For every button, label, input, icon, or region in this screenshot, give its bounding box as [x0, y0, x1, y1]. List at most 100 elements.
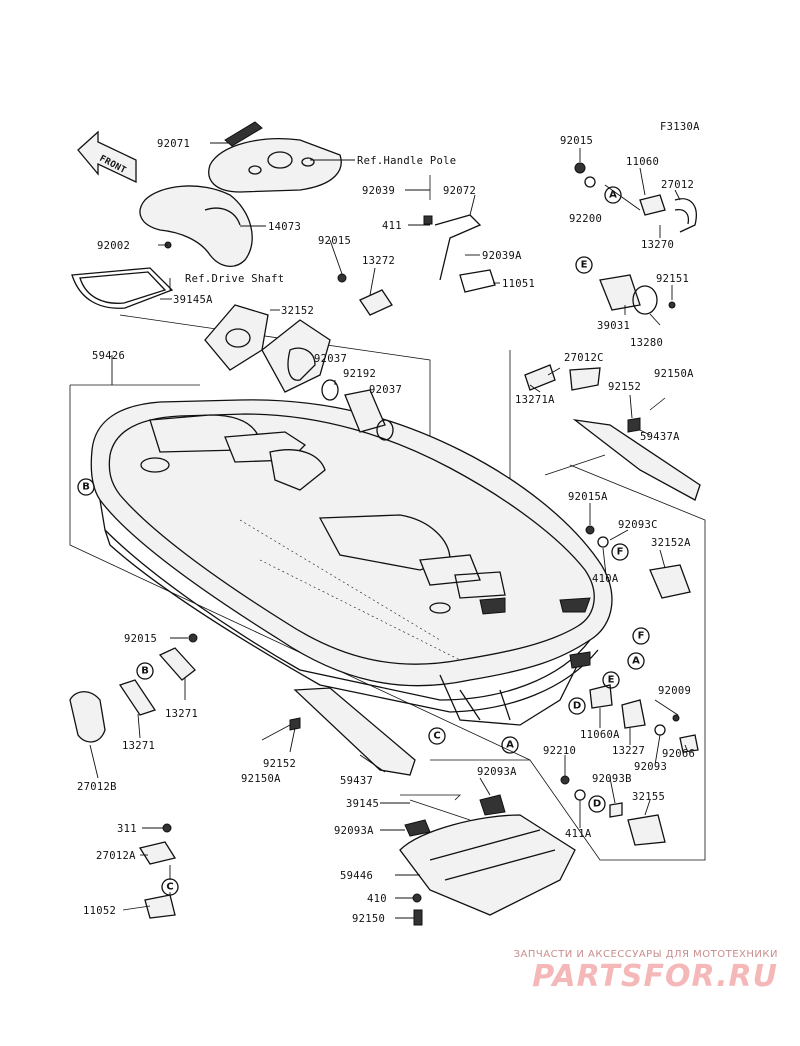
part-label: 92152 — [608, 381, 641, 393]
part-label: 92015 — [318, 235, 351, 247]
part-label: 59446 — [340, 870, 373, 882]
part-label: 13270 — [641, 239, 674, 251]
part-label: 11052 — [83, 905, 116, 917]
part-label: 27012 — [661, 179, 694, 191]
svg-text:C: C — [166, 882, 173, 893]
part-label: 92015 — [560, 135, 593, 147]
part-label: 92210 — [543, 745, 576, 757]
part-label: 32155 — [632, 791, 665, 803]
svg-text:E: E — [608, 675, 615, 686]
part-label: 13271 — [165, 708, 198, 720]
part-label: 92093B — [592, 773, 632, 785]
part-label: 92093C — [618, 519, 658, 531]
part-label: 27012C — [564, 352, 604, 364]
part-label: 59426 — [92, 350, 125, 362]
watermark-caption: ЗАПЧАСТИ И АКСЕССУАРЫ ДЛЯ МОТОТЕХНИКИ — [513, 949, 778, 960]
part-label: 411 — [382, 220, 402, 232]
small-bracket-assembly-icon — [122, 823, 177, 919]
svg-text:C: C — [433, 731, 440, 742]
watermark-logo: PARTSFOR.RU — [532, 959, 778, 994]
part-label: 92072 — [443, 185, 476, 197]
part-label: 92093A — [334, 825, 374, 837]
part-label: 92037 — [369, 384, 402, 396]
callout-A3: A — [501, 736, 519, 754]
ref-drive-shaft-label: Ref.Drive Shaft — [185, 273, 284, 285]
callout-B1: B — [77, 478, 95, 496]
part-label: 92150A — [654, 368, 694, 380]
part-label: 92093 — [634, 761, 667, 773]
part-label: 411A — [565, 828, 592, 840]
right-side-parts-icon — [524, 162, 701, 599]
part-label: 11060 — [626, 156, 659, 168]
callout-F1: F — [611, 543, 629, 561]
part-label: 13272 — [362, 255, 395, 267]
svg-text:D: D — [573, 701, 581, 712]
part-label: 92150A — [241, 773, 281, 785]
front-arrow-icon: FRONT — [77, 130, 137, 184]
callout-F2: F — [632, 627, 650, 645]
svg-text:A: A — [609, 190, 617, 201]
svg-text:F: F — [638, 631, 645, 642]
svg-text:E: E — [581, 260, 588, 271]
callout-A2: A — [627, 652, 645, 670]
part-label: 59437A — [640, 431, 680, 443]
diagram-code: F3130A — [660, 121, 700, 133]
part-label: 14073 — [268, 221, 301, 233]
callout-C1: C — [428, 727, 446, 745]
part-label: 39145 — [346, 798, 379, 810]
part-label: 92066 — [662, 748, 695, 760]
ref-handle-pole-label: Ref.Handle Pole — [357, 155, 456, 167]
callout-B2: B — [136, 662, 154, 680]
part-label: 92150 — [352, 913, 385, 925]
drive-shaft-bearing-icon — [204, 304, 394, 441]
part-label: 92071 — [157, 138, 190, 150]
part-label: 92009 — [658, 685, 691, 697]
part-label: 311 — [117, 823, 137, 835]
ride-plate-icon — [261, 687, 576, 926]
leader-lines — [89, 142, 689, 919]
part-label: 39145A — [173, 294, 213, 306]
part-labels: 92071 92002 14073 39145A 59426 32152 920… — [77, 135, 695, 925]
part-label: 92192 — [343, 368, 376, 380]
part-label: 13271 — [122, 740, 155, 752]
svg-text:D: D — [593, 799, 601, 810]
part-label: 27012B — [77, 781, 117, 793]
part-label: 13271A — [515, 394, 555, 406]
part-label: 11060A — [580, 729, 620, 741]
callout-A1: A — [604, 186, 622, 204]
svg-text:A: A — [506, 740, 514, 751]
callout-E2: E — [602, 671, 620, 689]
part-label: 13280 — [630, 337, 663, 349]
part-label: 13227 — [612, 745, 645, 757]
part-label: 410A — [592, 573, 619, 585]
svg-text:F: F — [617, 547, 624, 558]
part-label: 92151 — [656, 273, 689, 285]
part-label: 410 — [367, 893, 387, 905]
part-label: 92152 — [263, 758, 296, 770]
svg-text:B: B — [82, 482, 90, 493]
part-label: 92039A — [482, 250, 522, 262]
part-label: 32152 — [281, 305, 314, 317]
callout-D2: D — [588, 795, 606, 813]
callout-D1: D — [568, 697, 586, 715]
callout-E1: E — [575, 256, 593, 274]
hood-cover-icon — [208, 121, 342, 193]
part-label: 92037 — [314, 353, 347, 365]
watermark: ЗАПЧАСТИ И АКСЕССУАРЫ ДЛЯ МОТОТЕХНИКИ PA… — [448, 949, 778, 994]
callout-C2: C — [161, 878, 179, 896]
part-label: 11051 — [502, 278, 535, 290]
part-label: 92093A — [477, 766, 517, 778]
part-label: 92200 — [569, 213, 602, 225]
part-label: 27012A — [96, 850, 136, 862]
gasket-ring-icon — [71, 267, 174, 309]
part-label: 39031 — [597, 320, 630, 332]
svg-text:A: A — [632, 656, 640, 667]
part-label: 92002 — [97, 240, 130, 252]
part-label: 92015A — [568, 491, 608, 503]
lower-right-parts-icon — [560, 684, 699, 846]
duct-hose-icon — [139, 185, 253, 267]
part-label: 92015 — [124, 633, 157, 645]
left-lower-parts-icon — [69, 633, 198, 743]
